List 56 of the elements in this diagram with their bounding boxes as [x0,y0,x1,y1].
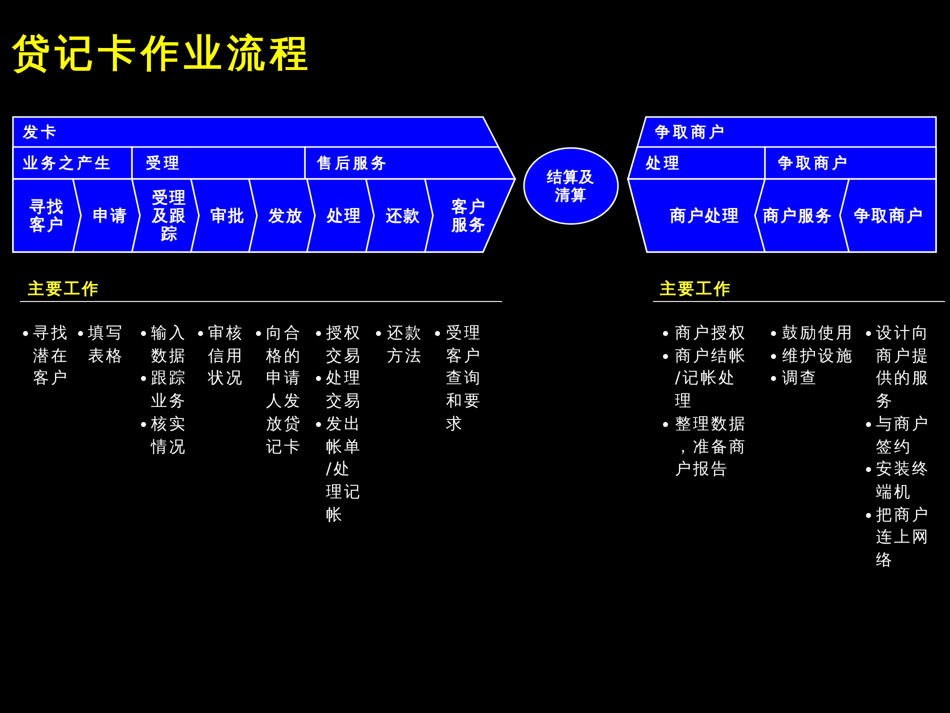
bullet-text: 跟踪业务 [151,367,188,412]
bullet-text: 寻找潜在客户 [33,322,70,390]
phase-bar [765,147,936,179]
phase-label: 争取商户 [778,154,850,172]
bullet-text: 填写表格 [88,322,125,367]
step-label: 还款 [386,206,421,224]
bullet-text: 设计向商户提供的服务 [876,322,931,412]
bullet-text: 整理数据，准备商户报告 [675,412,748,480]
bullet-text: 向合格的申请人发放贷记卡 [266,322,303,458]
step-label: 商户服务 [763,206,833,224]
process-arrow [13,117,515,252]
node-label: 结算及清算 [546,168,596,204]
bullet-text: 审核信用状况 [208,322,245,390]
step-label: 受理及跟踪 [152,188,188,242]
bullet-text: 鼓励使用 [782,322,855,344]
section-heading: 主要工作 [660,280,732,298]
bullet-text: 授权交易 [326,322,363,367]
phase-label: 处理 [646,154,682,172]
bullet-text: 还款方法 [387,322,424,367]
phase-bar [13,147,132,179]
phase-bar [305,147,515,179]
phase-label: 受理 [146,154,182,172]
ellipse-node [523,147,619,225]
bullet-text: 维护设施 [782,344,855,367]
arrow-heading: 发卡 [23,123,59,141]
step-label: 客户服务 [451,198,487,234]
step-label: 争取商户 [854,206,924,224]
step-label: 商户处理 [670,206,740,224]
bullet-text: 商户结帐/记帐处理 [675,344,748,412]
step-label: 处理 [327,206,362,224]
bullet-text: 把商户连上网络 [876,504,931,572]
bullet-text: 安装终端机 [876,458,931,503]
bullet-text: 处理交易 [326,367,363,412]
bullet-text: 发出帐单/处理记帐 [326,412,363,526]
phase-label: 业务之产生 [23,154,113,172]
bullet-text: 调查 [782,367,819,390]
bullet-text: 与商户签约 [876,412,931,458]
phase-bar [628,147,765,179]
process-arrow [628,117,936,252]
step-label: 审批 [210,206,246,224]
title: 贷记卡作业流程 [12,31,313,75]
step-label: 申请 [93,206,128,224]
step-label: 寻找客户 [29,198,65,234]
process-step [840,179,936,252]
step-label: 发放 [268,206,304,224]
process-step [628,179,765,252]
section-heading: 主要工作 [28,280,100,298]
process-step [425,179,515,252]
bullet-text: 输入数据 [151,322,188,367]
bullet-text: 受理客户查询和要求 [446,322,483,435]
process-step [13,179,81,252]
phase-label: 售后服务 [317,154,389,172]
phase-bar [132,147,305,179]
arrow-heading: 争取商户 [655,123,727,141]
bullet-text: 核实情况 [151,412,188,458]
bullet-text: 商户授权 [675,322,748,344]
